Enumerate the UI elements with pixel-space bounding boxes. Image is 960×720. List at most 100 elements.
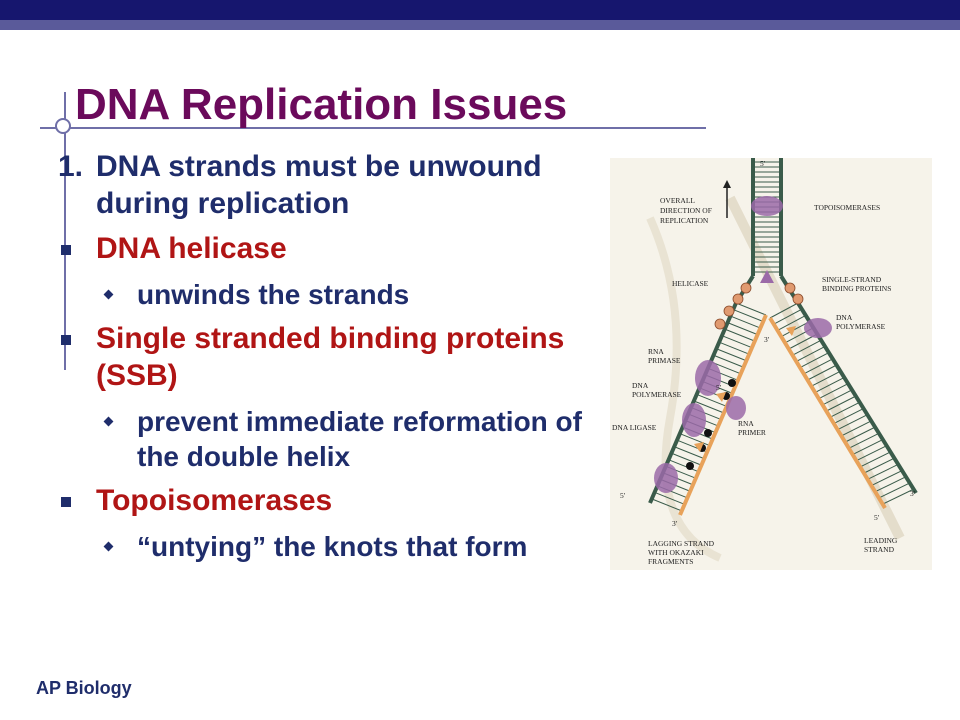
rna-primase-protein xyxy=(695,360,721,396)
base-pair-rung xyxy=(822,389,853,406)
rna-primer-dot xyxy=(728,379,736,387)
base-pair-rung xyxy=(727,322,758,336)
bullet-heading: DNA helicase xyxy=(96,232,287,265)
sub-bullet-text: prevent immediate reformation of the dou… xyxy=(137,406,582,472)
label-topoisomerases: TOPOISOMERASES xyxy=(814,203,880,212)
label-dna-polymerase-right-2: POLYMERASE xyxy=(836,322,886,331)
faded-helix-background xyxy=(646,216,722,562)
base-pair-rung xyxy=(733,309,764,322)
rna-primer-protein xyxy=(726,396,746,420)
decorative-horizontal-line xyxy=(40,127,706,129)
base-pair-rung xyxy=(841,420,872,437)
top-banner-stripe xyxy=(0,20,960,30)
point-1-number: 1. xyxy=(58,150,84,183)
base-pair-rung xyxy=(871,469,903,486)
base-pair-rung xyxy=(856,445,888,462)
base-pair-rung xyxy=(679,433,711,447)
bullet-ssb: Single stranded binding proteins (SSB) xyxy=(58,320,598,394)
base-pair-rung xyxy=(811,370,841,387)
base-pair-rung xyxy=(796,345,826,362)
sub-bullet-topoisomerases: “untying” the knots that form xyxy=(58,529,598,564)
rna-primer-dot xyxy=(686,462,694,470)
decorative-crosshair-circle xyxy=(55,118,71,134)
dna-ligase-protein xyxy=(654,463,678,493)
faded-helix-background xyxy=(725,195,905,541)
base-pair-rung xyxy=(860,451,892,468)
okazaki-arrow-icon xyxy=(786,326,796,336)
sub-bullet-text: unwinds the strands xyxy=(137,279,410,310)
base-pair-rung xyxy=(852,438,884,455)
base-pair-rung xyxy=(724,328,755,342)
label-dna-ligase: DNA LIGASE xyxy=(612,423,657,432)
label-helicase: HELICASE xyxy=(672,279,709,288)
base-pair-rung xyxy=(814,376,845,393)
base-pair-rung xyxy=(863,457,895,474)
sub-bullet-text: “untying” the knots that form xyxy=(137,531,528,562)
base-pair-rung xyxy=(651,498,683,512)
label-dna-polymerase-left-2: POLYMERASE xyxy=(632,390,682,399)
bullet-topoisomerases: Topoisomerases xyxy=(58,482,598,519)
base-pair-rung xyxy=(671,452,702,466)
leading-strand-ladder xyxy=(769,302,915,505)
base-pair-rung xyxy=(719,341,750,355)
label-dna-polymerase-right-1: DNA xyxy=(836,313,853,322)
label-leading-1: LEADING xyxy=(864,536,898,545)
base-pair-rung xyxy=(773,308,803,325)
base-pair-rung xyxy=(830,401,861,418)
base-pair-rung xyxy=(769,302,799,319)
label-rna-primer-1: RNA xyxy=(738,419,754,428)
base-pair-rung xyxy=(845,426,876,443)
base-pair-rung xyxy=(674,446,705,460)
base-pair-rung xyxy=(803,358,834,375)
base-pair-rung xyxy=(826,395,857,412)
decorative-vertical-line xyxy=(64,92,66,370)
base-pair-rung xyxy=(696,394,727,407)
sub-bullet-ssb: prevent immediate reformation of the dou… xyxy=(58,404,598,474)
base-pair-rung xyxy=(735,302,767,316)
base-pair-rung xyxy=(716,348,747,362)
label-overall-direction-1: OVERALL xyxy=(660,196,695,205)
label-ssb-2: BINDING PROTEINS xyxy=(822,284,891,293)
sub-bullet-helicase: unwinds the strands xyxy=(58,277,598,312)
base-pair-rung xyxy=(654,492,685,505)
direction-arrowhead-icon xyxy=(723,180,731,188)
label-rna-primer-2: PRIMER xyxy=(738,428,766,437)
bullet-heading: Single stranded binding proteins (SSB) xyxy=(96,322,565,392)
label-dna-polymerase-left-1: DNA xyxy=(632,381,649,390)
point-1-text: DNA strands must be unwound during repli… xyxy=(96,150,542,220)
label-leading-2: STRAND xyxy=(864,545,895,554)
ssb-protein xyxy=(740,282,752,294)
label-overall-direction-3: REPLICATION xyxy=(660,216,709,225)
dna-polymerase-left-protein xyxy=(682,403,706,437)
footer-label: AP Biology xyxy=(36,678,132,698)
label-rna-primase-1: RNA xyxy=(648,347,664,356)
base-pair-rung xyxy=(777,314,806,331)
ssb-protein xyxy=(714,318,726,330)
rna-primer-dot xyxy=(704,429,712,437)
label-rna-primase-2: PRIMASE xyxy=(648,356,681,365)
diamond-bullet-icon xyxy=(103,289,114,300)
base-pair-rung xyxy=(693,400,725,414)
base-pair-rung xyxy=(781,321,810,338)
slide-title: DNA Replication Issues xyxy=(75,80,568,129)
helicase-wedge xyxy=(760,270,774,283)
square-bullet-icon xyxy=(61,335,71,345)
replication-fork-diagram: 5' OVERALL DIRECTION OF REPLICATION TOPO… xyxy=(610,158,932,570)
label-5prime-right: 5' xyxy=(874,513,880,522)
label-5prime-mid: 5' xyxy=(716,383,722,392)
label-lagging-3: FRAGMENTS xyxy=(648,557,693,566)
label-5prime-left: 5' xyxy=(620,491,626,500)
square-bullet-icon xyxy=(61,245,71,255)
top-banner xyxy=(0,0,960,20)
base-pair-rung xyxy=(837,414,868,431)
base-pair-rung xyxy=(730,315,761,329)
label-lagging-1: LAGGING STRAND xyxy=(648,539,715,548)
label-overall-direction-2: DIRECTION OF xyxy=(660,206,712,215)
lagging-new-strand xyxy=(678,314,768,516)
base-pair-rung xyxy=(713,354,744,368)
base-pair-rung xyxy=(721,335,753,349)
okazaki-arrow-icon xyxy=(694,442,704,452)
ssb-protein xyxy=(732,293,744,305)
label-5prime-top: 5' xyxy=(760,159,766,168)
